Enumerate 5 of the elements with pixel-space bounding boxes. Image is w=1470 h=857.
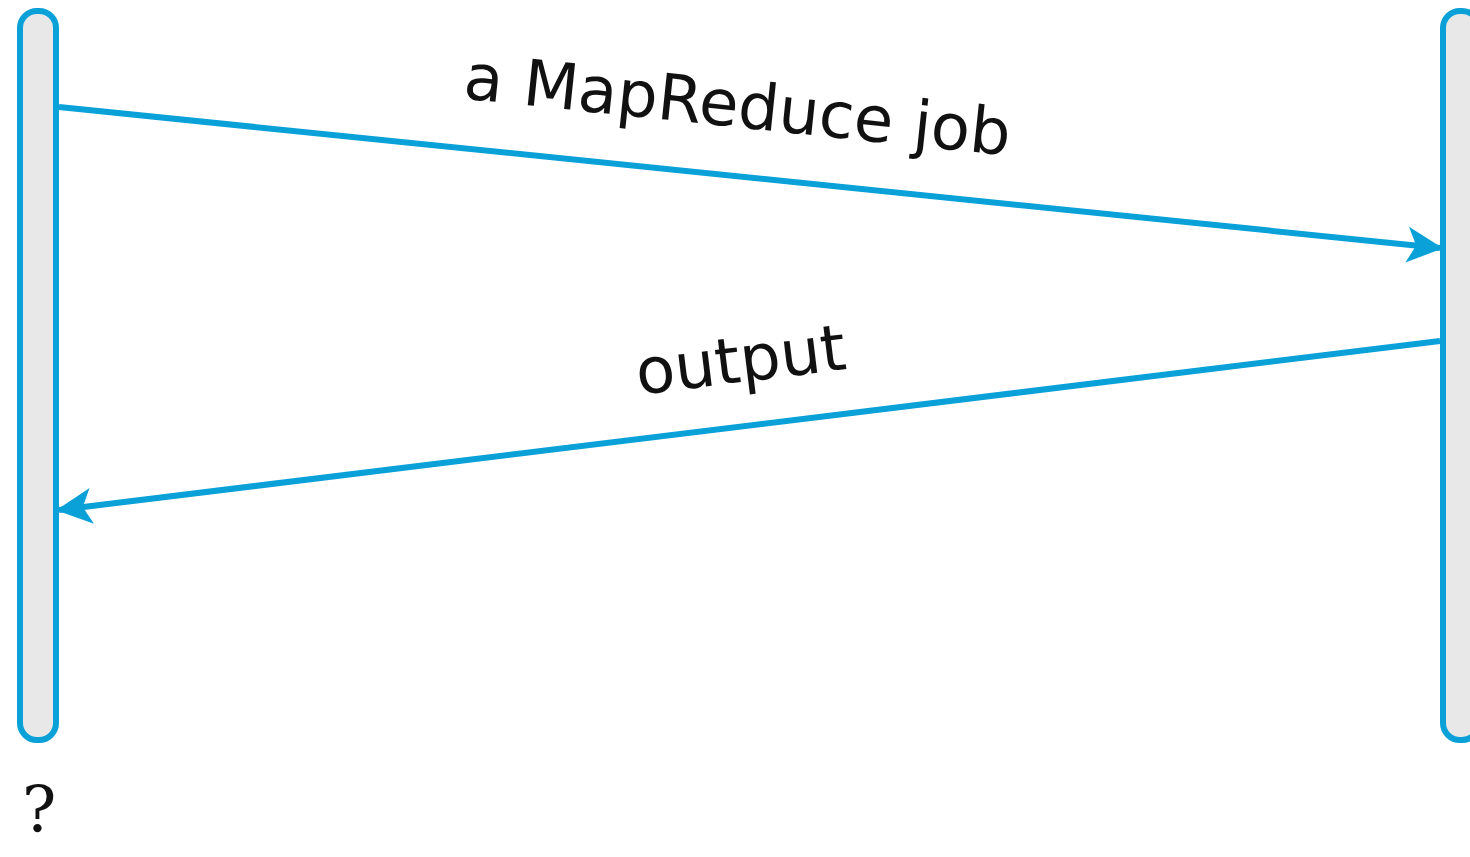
lifeline-bar (1440, 8, 1470, 743)
edge-label: output (631, 315, 849, 405)
question-mark-text: ? (22, 778, 57, 842)
lifeline-bar (17, 8, 59, 743)
edge-label: a MapReduce job (460, 44, 1014, 166)
